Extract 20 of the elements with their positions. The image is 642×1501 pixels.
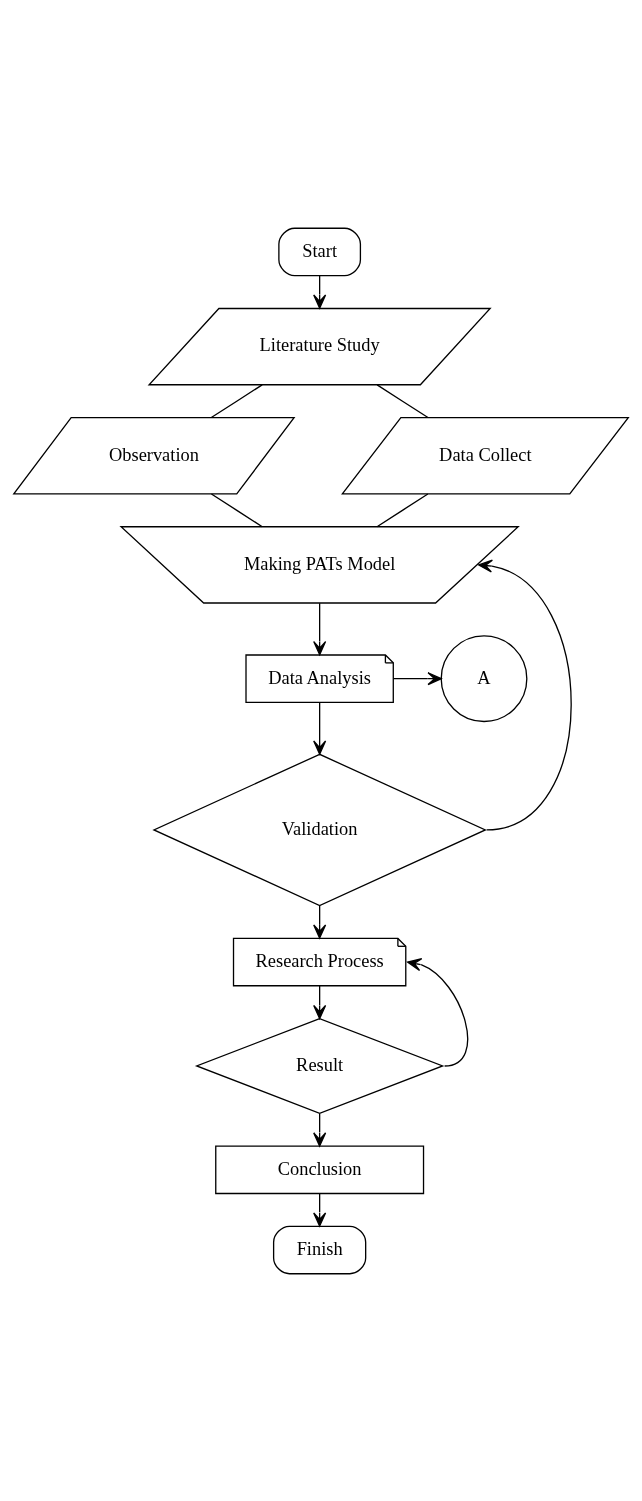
arrow (313, 1112, 327, 1147)
node-circle: A (440, 634, 528, 722)
connector (210, 492, 263, 527)
arrow (313, 701, 327, 755)
connector (210, 383, 263, 418)
arrow (313, 602, 327, 655)
node-diamond: Validation (152, 753, 487, 906)
arrow (478, 559, 572, 831)
arrow (392, 671, 442, 685)
arrow (313, 904, 327, 939)
connector (376, 492, 429, 527)
node-box: Conclusion (215, 1145, 425, 1194)
connector (376, 383, 429, 418)
arrow (407, 957, 469, 1067)
node-diamond: Result (194, 1017, 445, 1114)
node-box: Finish (272, 1225, 367, 1274)
node-box: Start (278, 227, 362, 276)
arrow (313, 274, 327, 309)
arrow (313, 984, 327, 1019)
arrow (313, 1192, 327, 1227)
